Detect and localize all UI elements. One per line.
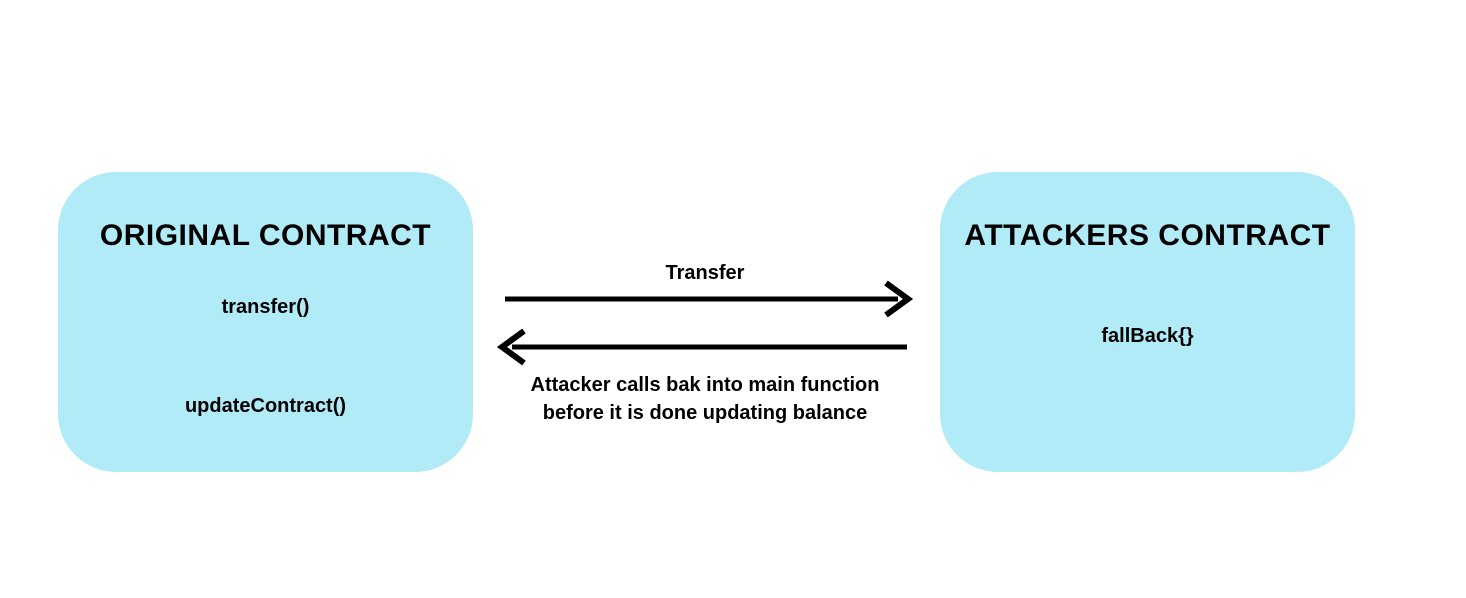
update-contract-function-label: updateContract() xyxy=(184,395,347,417)
transfer-arrow-label: Transfer xyxy=(665,262,745,284)
callback-caption-line2: before it is done updating balance xyxy=(542,402,868,424)
attackers-contract-title: ATTACKERS CONTRACT xyxy=(964,219,1331,252)
callback-caption-line1: Attacker calls bak into main function xyxy=(530,374,880,396)
attackers-contract-box: ATTACKERS CONTRACT fallBack{} xyxy=(940,172,1355,472)
original-contract-box: ORIGINAL CONTRACT transfer() updateContr… xyxy=(58,172,473,472)
transfer-function-label: transfer() xyxy=(221,296,310,318)
fallback-function-label: fallBack{} xyxy=(1101,325,1194,347)
left-arrow-icon xyxy=(496,328,907,366)
callback-caption: Attacker calls bak into main function be… xyxy=(475,371,935,427)
original-contract-title: ORIGINAL CONTRACT xyxy=(99,219,432,252)
right-arrow-icon xyxy=(505,280,914,318)
